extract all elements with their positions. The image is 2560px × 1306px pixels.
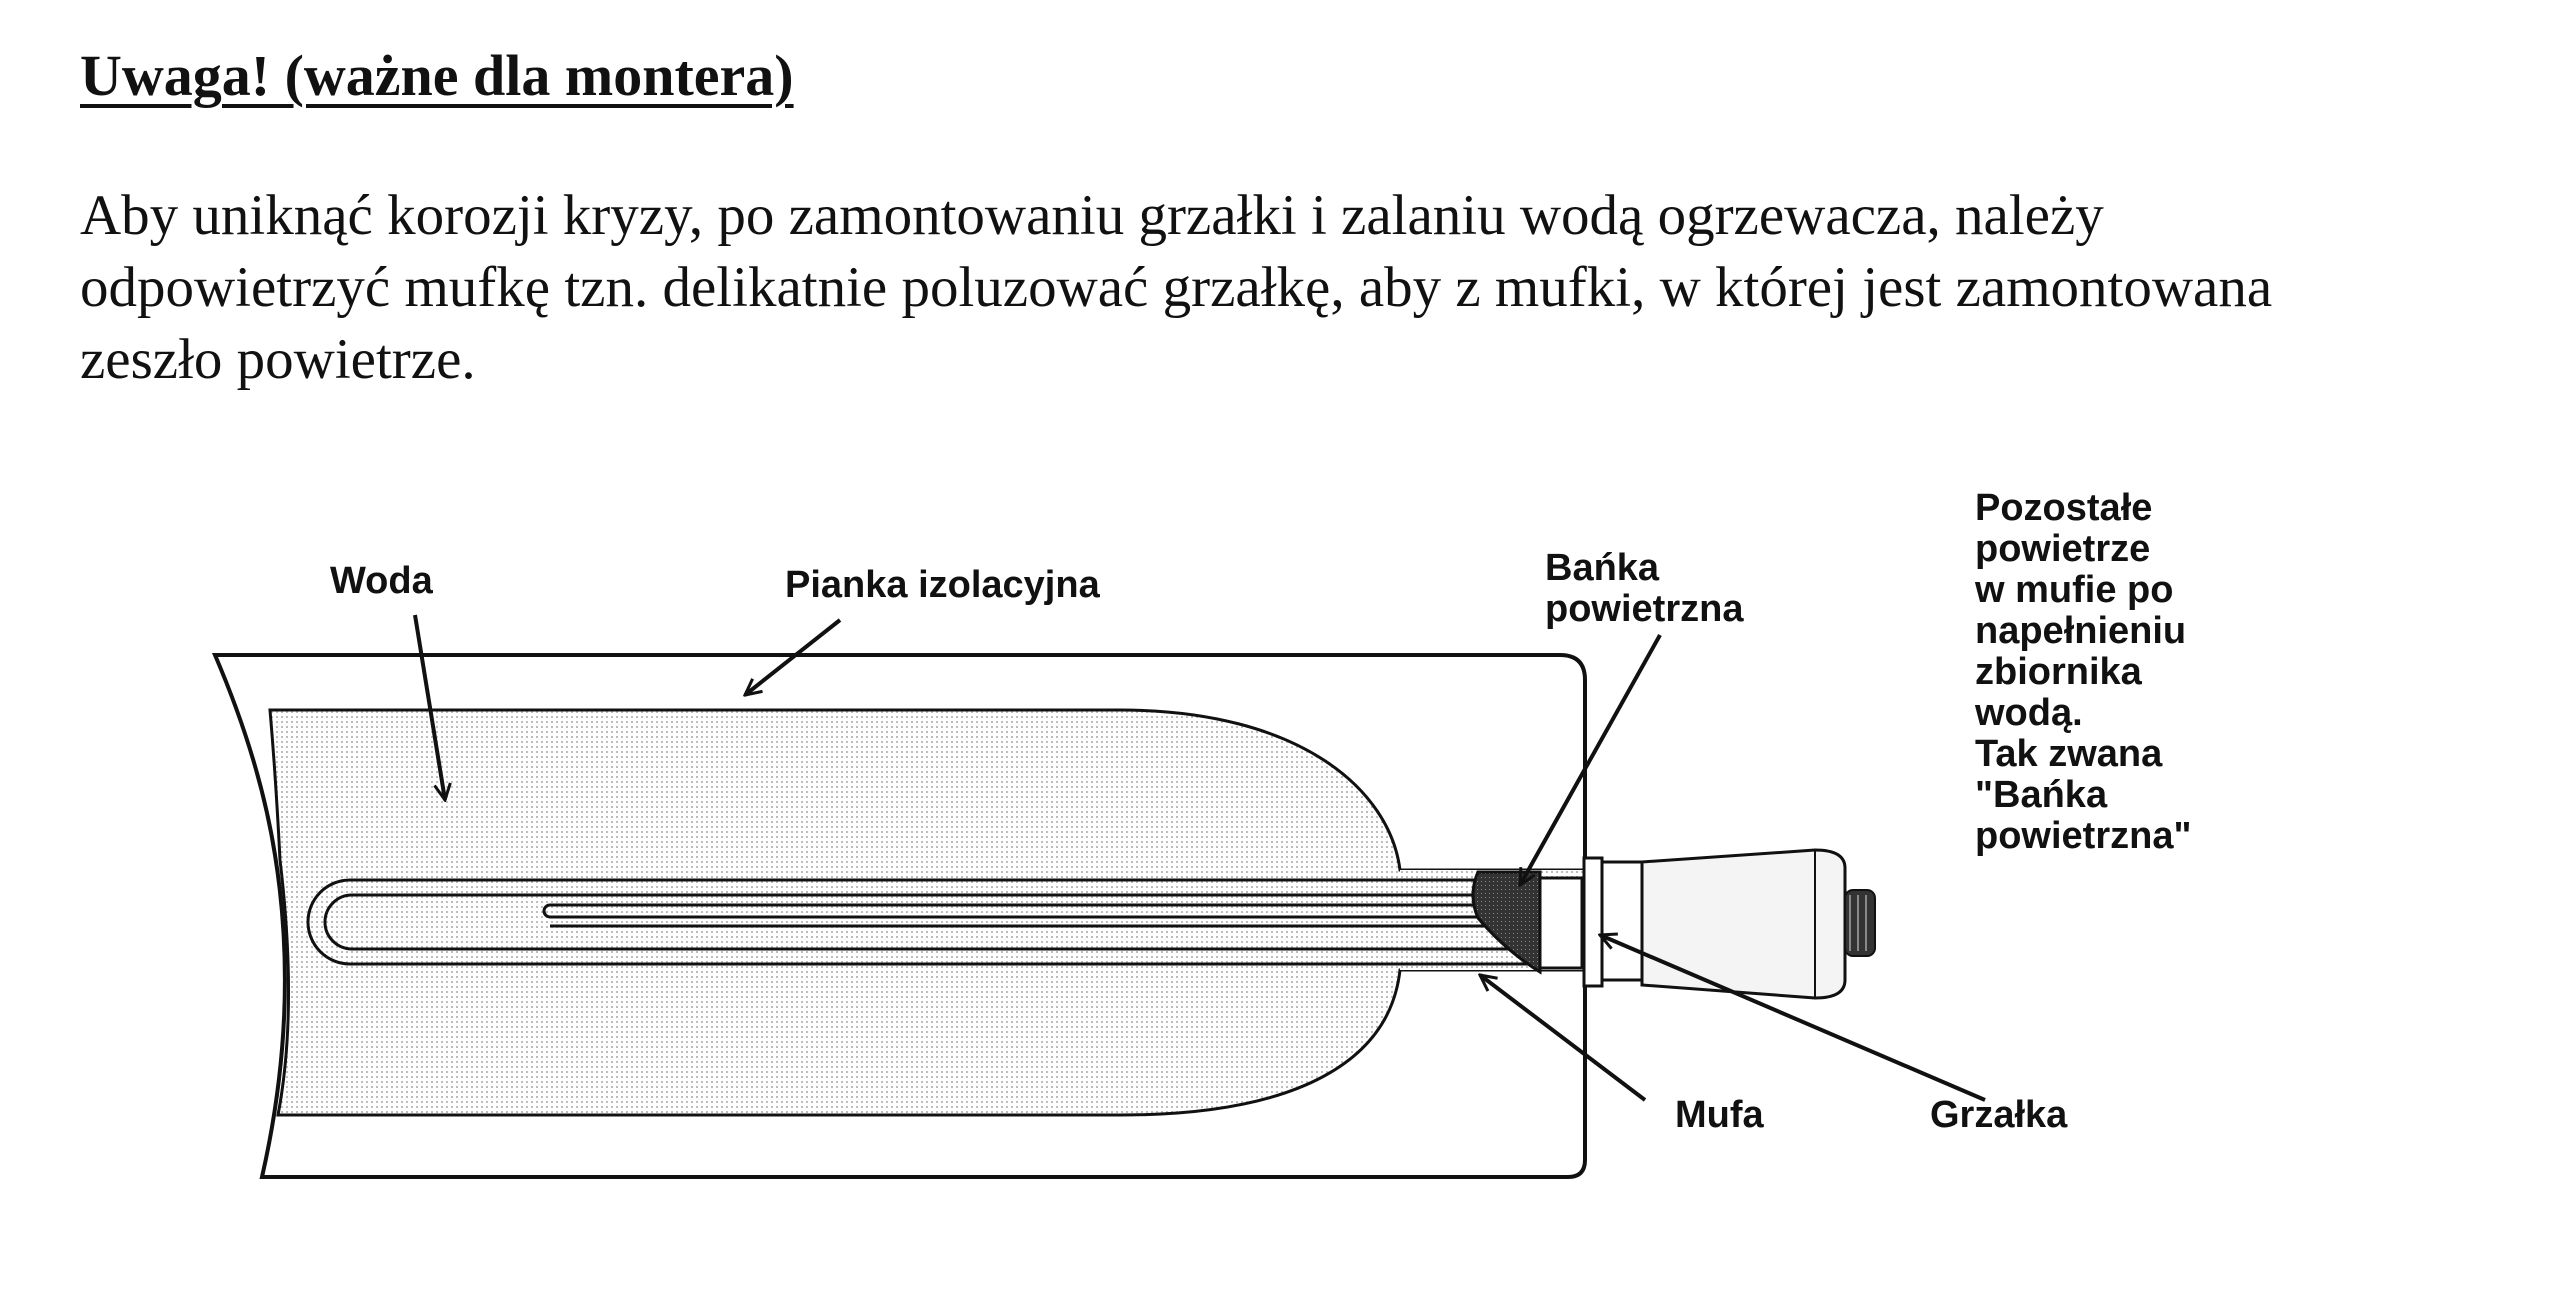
note-line: powietrze xyxy=(1975,528,2151,570)
paragraph-line: Aby uniknąć korozji kryzy, po zamontowan… xyxy=(80,184,2104,247)
instruction-paragraph: Aby uniknąć korozji kryzy, po zamontowan… xyxy=(80,180,2272,396)
label-grzalka: Grzałka xyxy=(1930,1094,2068,1136)
note-line: napełnieniu xyxy=(1975,610,2187,652)
paragraph-line: zeszło powietrze. xyxy=(80,328,476,391)
heating-element xyxy=(306,878,1530,966)
flange xyxy=(1582,856,1604,988)
note-line: wodą. xyxy=(1975,692,2083,734)
label-pianka: Pianka izolacyjna xyxy=(785,564,1100,606)
heater-head-collar xyxy=(1600,860,1644,982)
note-line: Tak zwana xyxy=(1975,733,2163,775)
label-line: Bańka xyxy=(1545,547,1660,589)
label-banka: Bańka powietrzna xyxy=(1545,548,1743,630)
heater-head xyxy=(1640,848,1847,1000)
label-woda: Woda xyxy=(330,560,433,602)
arrow-banka xyxy=(1518,634,1662,885)
air-bubble xyxy=(1471,870,1542,975)
note-line: Pozostałe xyxy=(1975,487,2153,529)
label-line: powietrzna xyxy=(1545,588,1744,630)
page-heading: Uwaga! (ważne dla montera) xyxy=(80,43,794,108)
socket-fitting xyxy=(1538,876,1584,970)
arrow-pianka xyxy=(745,618,842,695)
label-note: Pozostałe powietrze w mufie po napełnien… xyxy=(1975,488,2191,857)
arrow-woda xyxy=(413,614,445,800)
label-mufa: Mufa xyxy=(1675,1094,1764,1136)
note-line: "Bańka xyxy=(1975,774,2108,816)
note-line: powietrzna" xyxy=(1975,815,2192,857)
arrow-mufa xyxy=(1480,975,1647,1102)
arrow-grzalka xyxy=(1600,935,1986,1102)
heater-knob xyxy=(1844,889,1876,957)
water-area xyxy=(268,708,1592,1117)
note-line: zbiornika xyxy=(1975,651,2142,693)
note-line: w mufie po xyxy=(1975,569,2174,611)
paragraph-line: odpowietrzyć mufkę tzn. delikatnie poluz… xyxy=(80,256,2273,319)
